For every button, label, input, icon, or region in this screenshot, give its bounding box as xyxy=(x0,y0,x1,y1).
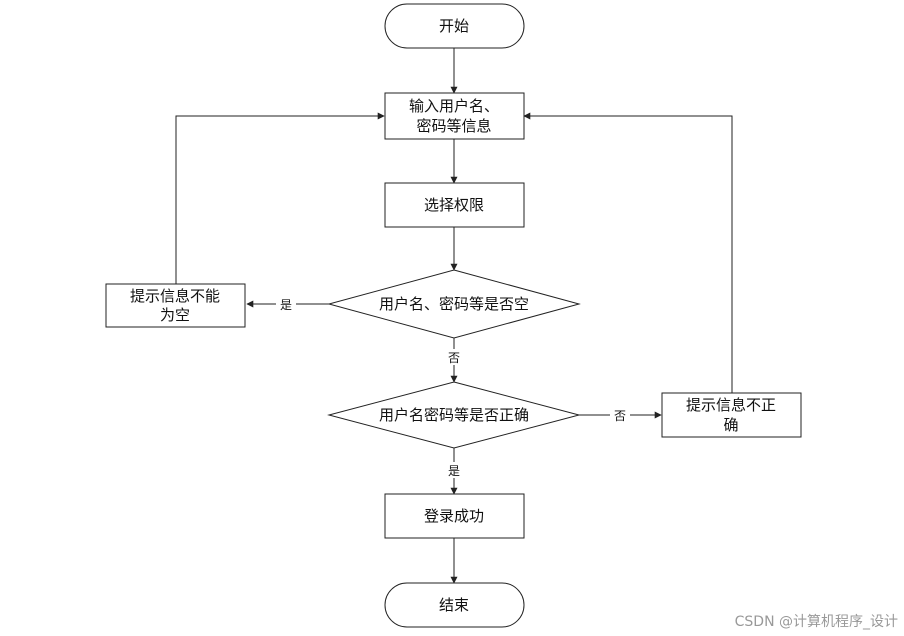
empty-tip-line1: 提示信息不能 xyxy=(130,287,220,305)
watermark-text: CSDN @计算机程序_设计 xyxy=(735,614,898,630)
edge-label-empty-yes: 是 xyxy=(280,298,292,312)
input-label-line2: 密码等信息 xyxy=(416,117,491,135)
wrong-tip-line2: 确 xyxy=(723,416,738,434)
edge-wrong-tip-back-to-input xyxy=(523,112,733,393)
select-permission-box: 选择权限 xyxy=(384,182,525,228)
empty-tip-box: 提示信息不能 为空 xyxy=(105,283,246,328)
check-correct-decision: 用户名密码等是否正确 xyxy=(327,381,581,449)
empty-tip-line2: 为空 xyxy=(160,306,190,324)
end-terminal: 结束 xyxy=(384,582,525,628)
input-process-box: 输入用户名、 密码等信息 xyxy=(384,92,525,140)
start-label: 开始 xyxy=(439,17,469,35)
wrong-tip-line1: 提示信息不正 xyxy=(686,396,776,414)
check-empty-decision: 用户名、密码等是否空 xyxy=(327,269,581,339)
login-success-box: 登录成功 xyxy=(384,493,525,539)
wrong-tip-box: 提示信息不正 确 xyxy=(661,392,802,438)
end-label: 结束 xyxy=(439,596,469,614)
edge-label-correct-yes: 是 xyxy=(448,464,460,478)
success-label: 登录成功 xyxy=(424,507,484,525)
input-label-line1: 输入用户名、 xyxy=(409,97,499,115)
edge-label-correct-no: 否 xyxy=(614,409,626,423)
check-correct-label: 用户名密码等是否正确 xyxy=(379,406,529,424)
select-label: 选择权限 xyxy=(424,196,484,214)
edge-label-empty-no: 否 xyxy=(448,351,460,365)
start-terminal: 开始 xyxy=(384,3,525,49)
edge-empty-tip-back-to-input xyxy=(175,112,385,284)
check-empty-label: 用户名、密码等是否空 xyxy=(379,295,529,313)
